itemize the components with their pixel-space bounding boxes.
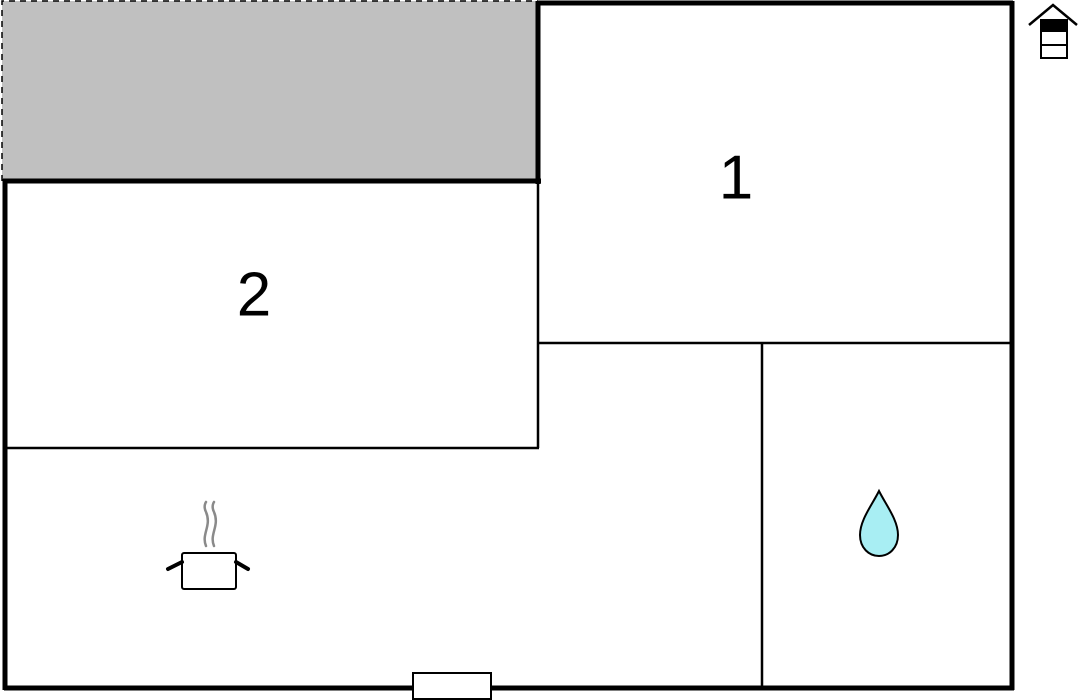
house-floor-icon <box>1028 3 1078 59</box>
room-1-label: 1 <box>719 143 753 212</box>
interior-walls <box>5 181 1012 688</box>
entrance-door <box>412 672 492 700</box>
terrace-area <box>1 0 538 181</box>
room-bedroom-1: 1 <box>719 143 753 212</box>
room-bedroom-2: 2 <box>237 260 271 329</box>
outer-walls <box>2 0 1015 691</box>
water-drop-icon <box>858 488 900 558</box>
cooking-pot-icon <box>166 500 250 590</box>
room-2-label: 2 <box>237 260 271 329</box>
